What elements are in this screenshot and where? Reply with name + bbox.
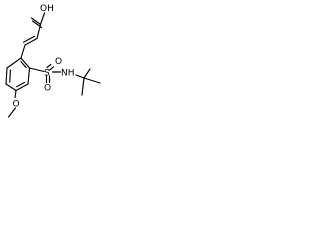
sulfur-to-top-oxygen-double-bond [46,63,52,69]
acid-to-alkene-bond [36,23,42,40]
hydroxyl-label: OH [40,4,54,14]
carboxyl-carbon-to-hydroxyl-bond [39,12,46,26]
tert-butyl-methyl-right-bond [83,77,101,84]
chemical-structure-drawing: OH O S NH O O [5,4,101,118]
methoxy-oxygen-label: O [13,100,20,110]
ring-to-methoxy-oxygen-bond [14,89,17,99]
alkene-to-ring-bond [20,44,26,59]
nitrogen-to-tertiary-carbon-bond [75,74,85,79]
ring-double-bond-inner-3 [9,69,11,83]
methoxy-oxygen-to-methyl-bond [7,107,17,118]
ring-double-bond-inner-2 [16,81,26,88]
ring-bond-top [6,57,22,69]
bond-group [5,12,101,118]
ring-to-sulfur-bond [28,67,45,73]
alkene-double-bond-inner [22,35,36,43]
alkene-double-bond-outer [24,37,38,46]
ring-bond-right-upper [27,67,31,85]
sulfur-to-top-oxygen-double-bond-inner [48,66,55,71]
ring-bond-top-left [20,57,31,69]
ring-bond-bottom-left [5,83,17,92]
sulfonyl-bottom-oxygen-label: O [44,84,51,94]
carbonyl-double-bond [30,17,42,26]
atom-label-group: OH O S NH O O [13,4,75,110]
amide-nh-label: NH [61,69,75,79]
tert-butyl-methyl-upper-bond [83,68,91,79]
ring-double-bond-inner-1 [20,61,27,69]
sulfonyl-top-oxygen-label: O [55,57,62,67]
tert-butyl-methyl-lower-bond [81,77,85,96]
ring-bond-left [5,67,8,85]
sulfur-label: S [44,69,50,79]
ring-bond-right-lower [15,83,29,92]
